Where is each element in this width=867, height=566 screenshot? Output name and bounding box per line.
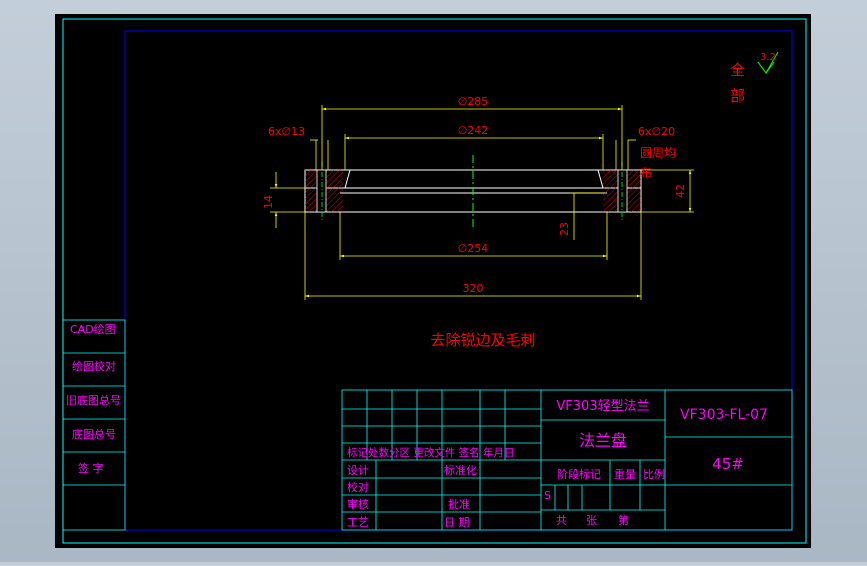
dim-d242: ∅242 xyxy=(458,124,489,137)
sidebar-block: CAD绘图 绘图校对 旧底图总号 底图总号 签 字 xyxy=(62,319,126,531)
revision-header: 标记处数分区 更改文件 签名 年月日 xyxy=(347,446,515,459)
material: 45# xyxy=(712,455,744,473)
title-block xyxy=(341,389,793,531)
roughness-word2: 部 xyxy=(730,87,745,105)
weight-header: 重量 xyxy=(614,467,636,481)
label-check: 校对 xyxy=(347,480,369,494)
note-evenly-line1: 圆周均 xyxy=(640,146,676,160)
dimensions xyxy=(270,105,694,300)
sheets-unit-label: 张 xyxy=(586,514,597,527)
dim-14: 14 xyxy=(262,195,275,209)
label-process: 工艺 xyxy=(347,516,369,529)
deburr-note: 去除锐边及毛刺 xyxy=(430,331,535,349)
dim-holes-right: 6x∅20 xyxy=(638,125,675,138)
part-name: 法兰盘 xyxy=(579,431,627,450)
label-standardize: 标准化 xyxy=(444,463,477,477)
label-approve: 批准 xyxy=(448,497,470,511)
label-date: 日 期 xyxy=(444,516,470,529)
dim-42: 42 xyxy=(674,184,687,198)
part-title: VF303轻型法兰 xyxy=(556,399,649,414)
sheets-index-label: 第 xyxy=(618,513,629,527)
sidebar-row-1: CAD绘图 xyxy=(70,322,116,336)
stage-header: 阶段标记 xyxy=(557,467,601,481)
drawing-number: VF303-FL-07 xyxy=(680,407,768,423)
sidebar-row-3: 旧底图总号 xyxy=(66,393,121,407)
sheets-total-label: 共 xyxy=(556,514,567,527)
label-review: 审核 xyxy=(347,497,369,511)
roughness-note: 全 部 3.2 xyxy=(730,51,779,105)
flange-section-view xyxy=(304,155,642,228)
roughness-value: 3.2 xyxy=(760,52,776,63)
scale-header: 比例 xyxy=(643,467,665,481)
right-bolt-hole xyxy=(617,169,628,213)
label-design: 设计 xyxy=(347,464,369,477)
left-bolt-hole xyxy=(316,169,327,213)
sidebar-row-5: 签 字 xyxy=(78,461,104,475)
dim-320: 320 xyxy=(463,282,484,295)
roughness-word1: 全 xyxy=(730,61,745,79)
sidebar-row-2: 绘图校对 xyxy=(72,359,116,373)
dim-holes-left: 6x∅13 xyxy=(268,125,305,138)
sidebar-row-4: 底图总号 xyxy=(72,427,116,441)
note-evenly-line2: 布 xyxy=(640,166,652,180)
dim-23: 23 xyxy=(558,222,571,236)
drawing-sheet xyxy=(55,14,811,548)
stage-s: S xyxy=(544,489,551,502)
dim-d254: ∅254 xyxy=(458,242,489,255)
outer-border xyxy=(62,18,807,544)
dim-d285: ∅285 xyxy=(458,95,489,108)
